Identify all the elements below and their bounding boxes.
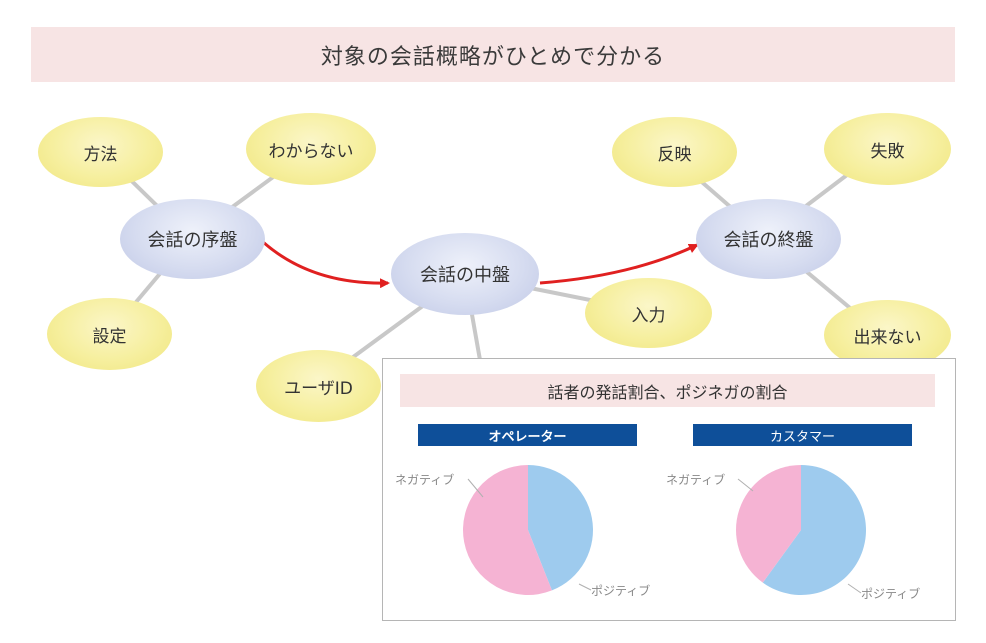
phase-label: 会話の終盤 (723, 230, 814, 251)
keyword-node-setting: 設定 (47, 298, 172, 370)
keyword-label: 出来ない (853, 327, 922, 348)
keyword-label: 入力 (631, 305, 666, 326)
keyword-label: 反映 (657, 144, 692, 165)
keyword-node-input: 入力 (585, 278, 712, 348)
customer-chart-header: カスタマー (693, 424, 912, 446)
customer-negative-label: ネガティブ (666, 473, 726, 487)
customer-pie-chart (736, 465, 866, 595)
panel-title: 話者の発話割合、ポジネガの割合 (400, 374, 935, 407)
customer-positive-leader (847, 583, 862, 594)
pie-slice-positive (528, 465, 593, 591)
pie-slice-positive (762, 465, 866, 595)
customer-positive-label: ポジティブ (861, 587, 921, 601)
keyword-node-fail: 失敗 (824, 113, 951, 185)
keyword-label: 失敗 (870, 141, 905, 162)
phase-node-middle: 会話の中盤 (391, 233, 539, 315)
customer-negative-leader (737, 478, 754, 492)
operator-positive-leader (578, 583, 592, 591)
speaker-ratio-panel: 話者の発話割合、ポジネガの割合 オペレーター カスタマー ネガティブ ポジティブ… (382, 358, 956, 621)
phase-node-late: 会話の終盤 (696, 199, 841, 279)
flow-arrow-middle-late (539, 243, 699, 285)
operator-chart-header: オペレーター (418, 424, 637, 446)
pie-charts (463, 465, 866, 595)
keyword-node-userid: ユーザID (256, 350, 381, 422)
keyword-label: 設定 (92, 326, 127, 347)
keyword-label: 方法 (83, 144, 118, 165)
phase-label: 会話の中盤 (420, 265, 510, 286)
keyword-node-method: 方法 (38, 117, 163, 187)
phase-node-early: 会話の序盤 (120, 199, 265, 279)
operator-positive-label: ポジティブ (591, 584, 651, 598)
pie-slice-negative (463, 465, 552, 595)
operator-negative-label: ネガティブ (395, 473, 455, 487)
keyword-node-unknown: わからない (246, 113, 376, 185)
operator-pie-chart (463, 465, 593, 595)
keyword-label: わからない (268, 141, 354, 162)
page-title: 対象の会話概略がひとめで分かる (31, 27, 955, 82)
pie-slice-negative (736, 465, 801, 583)
keyword-node-reflect: 反映 (612, 117, 737, 187)
keyword-label: ユーザID (284, 378, 353, 399)
flow-arrow-early-middle (262, 240, 390, 289)
phase-label: 会話の序盤 (147, 230, 238, 251)
operator-negative-leader (467, 478, 484, 498)
